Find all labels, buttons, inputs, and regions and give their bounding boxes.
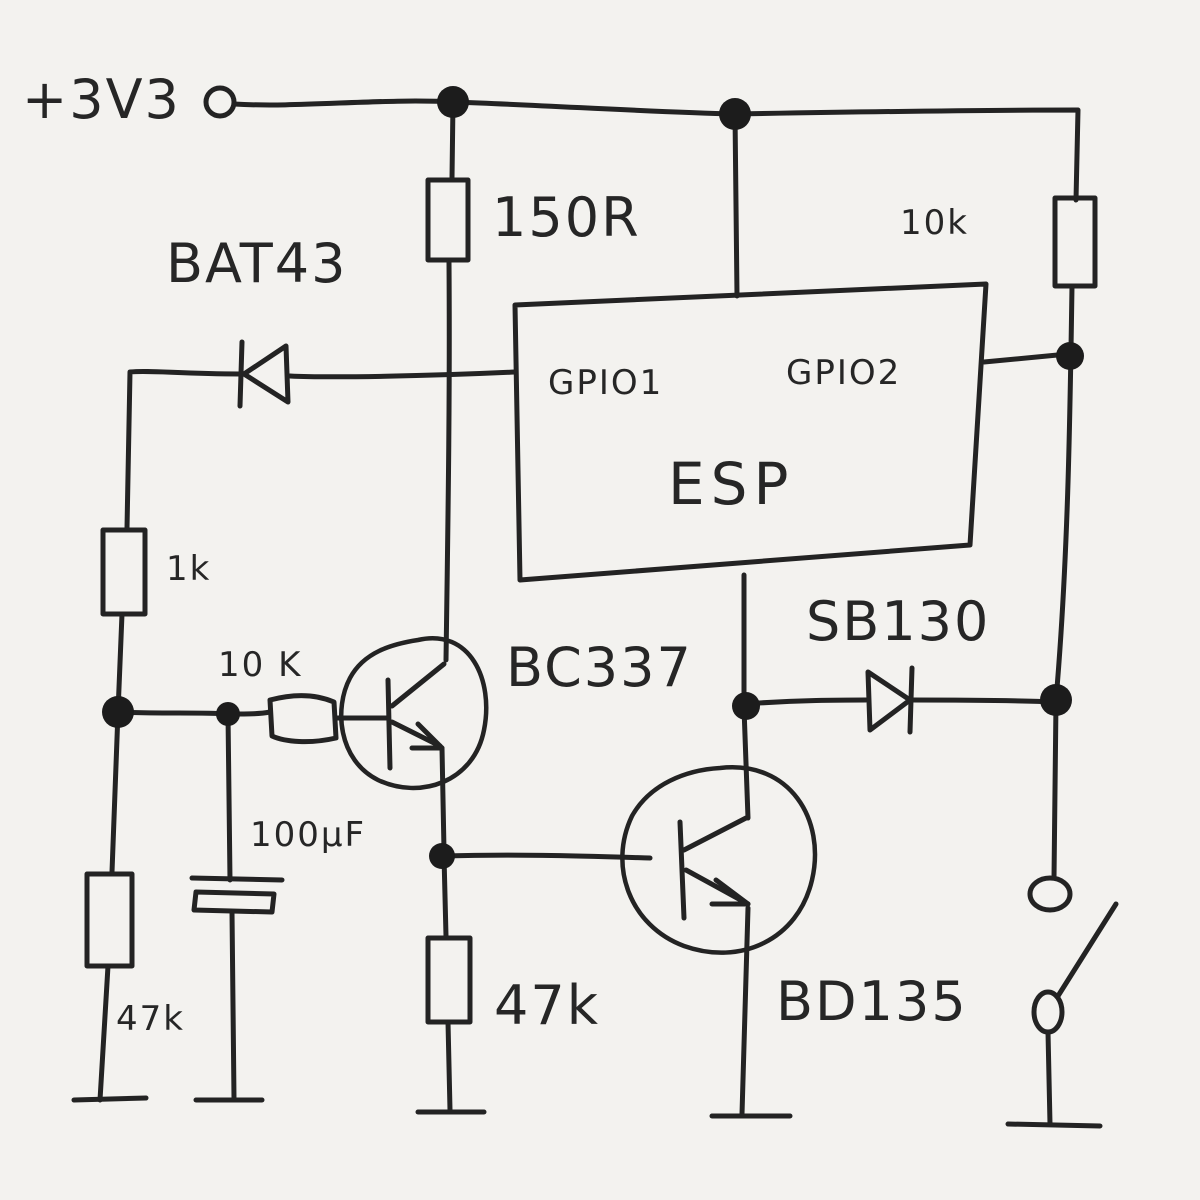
switch-contact-top [1027,875,1073,913]
junction-dot [1040,684,1072,716]
supply-rail [231,98,1081,203]
wire-47k-mid-top [441,853,449,939]
capacitor-100uf [189,875,285,915]
junction-dot [1056,342,1084,370]
wire-cap-top [225,711,233,883]
wire-gpio1 [287,369,518,380]
junction-dot [437,86,469,118]
ground-1 [71,1095,149,1103]
wire-cap-bottom [229,909,237,1101]
label-bd135: BD135 [776,970,968,1033]
label-10k-base: 10 K [218,645,302,685]
wire-47k-left-bottom [97,963,111,1103]
wire-150r-collector [443,259,452,663]
resistor-150r [425,177,471,263]
resistor-10k-base [267,693,339,745]
diode-bat43 [237,339,291,409]
wire-47k-left-top [109,709,121,875]
wire-pullup-down [1053,283,1075,703]
wire-1k-node [115,611,125,715]
label-sb130: SB130 [806,590,990,653]
label-1k: 1k [166,549,211,589]
label-esp: ESP [668,450,794,518]
label-10k-pullup: 10k [900,203,969,243]
label-gpio2: GPIO2 [786,353,901,393]
resistor-47k-left [84,871,135,969]
junction-dot [216,702,240,726]
junction-dot [429,843,455,869]
wire-bd135-base [439,852,653,861]
label-150r: 150R [492,186,641,249]
ground-5 [1005,1121,1103,1129]
junction-dot [719,98,751,130]
resistor-1k [100,527,148,617]
wire-sb130-right [907,697,1059,705]
wire-switch-top [1051,699,1059,881]
label-bc337: BC337 [506,636,693,699]
wire-gpio2 [981,351,1071,365]
wire-sb130-left [741,697,869,707]
wire-47k-mid-bottom [445,1019,453,1113]
supply-label: +3V3 [22,68,181,131]
resistor-10k-pullup [1052,195,1098,289]
junction-dot [102,696,134,728]
wire-switch-bottom [1045,1029,1053,1127]
label-47k-left: 47k [116,999,185,1039]
wire-bd135-collector [741,705,751,821]
switch [1031,901,1119,1035]
label-47k-mid: 47k [494,974,600,1037]
esp-module-box [512,281,989,583]
wire-bat43-left [124,368,243,531]
transistor-bd135 [620,765,818,955]
supply-terminal [203,85,237,119]
transistor-bc337 [339,636,489,853]
label-gpio1: GPIO1 [548,363,663,403]
label-bat43: BAT43 [166,232,348,295]
label-100uf: 100µF [250,815,366,855]
wire-esp-vcc [732,111,740,299]
diode-sb130 [865,665,915,735]
junction-dot [732,692,760,720]
wire-base-network [115,709,273,717]
wire-bd135-emitter [739,905,751,1117]
resistor-47k-mid [425,935,473,1025]
